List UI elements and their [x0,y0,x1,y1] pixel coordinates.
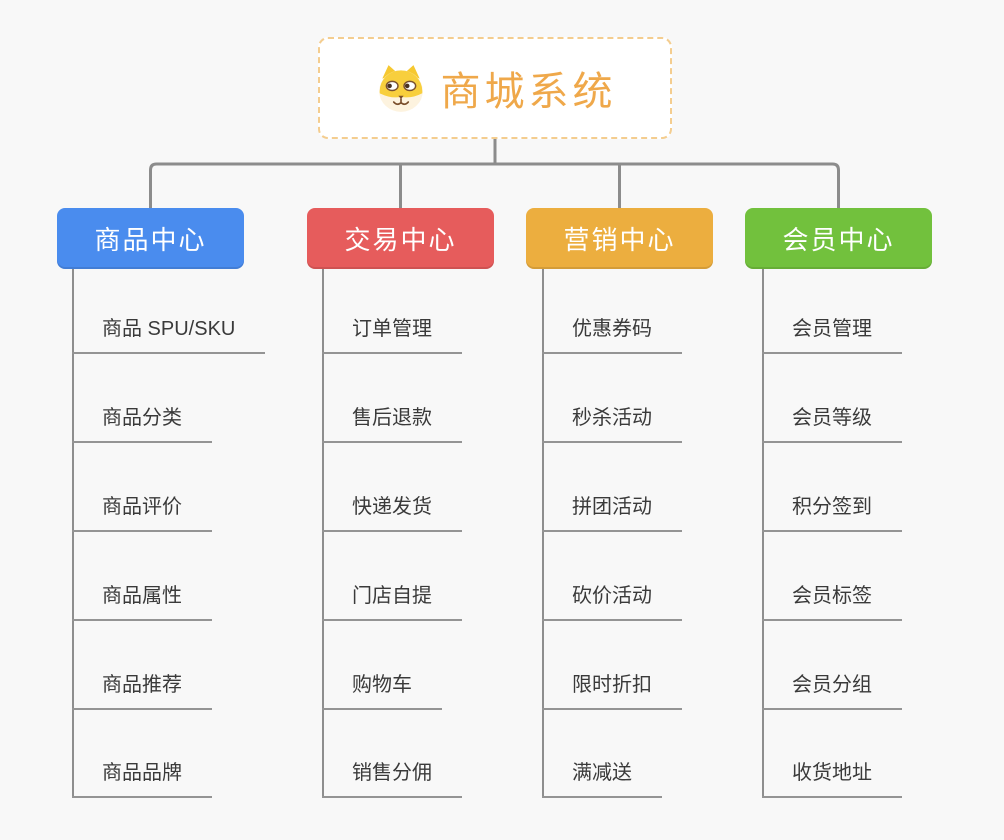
mindmap-item-trade-center-1[interactable]: 售后退款 [322,403,462,443]
branch-label: 营销中心 [563,225,676,255]
branch-node-marketing-center[interactable]: 营销中心 [526,208,713,269]
branch-children-trade-center: 订单管理售后退款快递发货门店自提购物车销售分佣 [322,269,554,798]
mindmap-item-member-center-4[interactable]: 会员分组 [762,670,902,710]
mindmap-item-member-center-1[interactable]: 会员等级 [762,403,902,443]
mindmap-item-product-center-5[interactable]: 商品品牌 [72,758,212,798]
mindmap-item-trade-center-3[interactable]: 门店自提 [322,581,462,621]
mindmap-item-marketing-center-4[interactable]: 限时折扣 [542,670,682,710]
mindmap-item-product-center-1[interactable]: 商品分类 [72,403,212,443]
mindmap-item-product-center-4[interactable]: 商品推荐 [72,670,212,710]
mindmap-item-trade-center-4[interactable]: 购物车 [322,670,442,710]
branch-label: 会员中心 [782,225,895,255]
mindmap-item-product-center-0[interactable]: 商品 SPU/SKU [72,314,266,354]
branch-children-member-center: 会员管理会员等级积分签到会员标签会员分组收货地址 [762,269,994,798]
mindmap-item-marketing-center-1[interactable]: 秒杀活动 [542,403,682,443]
branch-children-product-center: 商品 SPU/SKU 商品分类商品评价商品属性商品推荐商品品牌 [72,269,304,798]
mindmap-item-trade-center-2[interactable]: 快递发货 [322,492,462,532]
branch-node-trade-center[interactable]: 交易中心 [307,208,494,269]
mindmap-item-member-center-3[interactable]: 会员标签 [762,581,902,621]
mindmap-item-product-center-2[interactable]: 商品评价 [72,492,212,532]
mindmap-item-marketing-center-2[interactable]: 拼团活动 [542,492,682,532]
mindmap-item-product-center-3[interactable]: 商品属性 [72,581,212,621]
branch-label: 商品中心 [94,225,207,255]
mindmap-item-member-center-2[interactable]: 积分签到 [762,492,902,532]
mindmap-item-trade-center-5[interactable]: 销售分佣 [322,758,462,798]
mindmap-item-marketing-center-5[interactable]: 满减送 [542,758,662,798]
dog-face-icon [378,65,423,112]
root-title: 商城系统 [440,70,617,114]
mindmap-item-marketing-center-3[interactable]: 砍价活动 [542,581,682,621]
mindmap-item-marketing-center-0[interactable]: 优惠券码 [542,314,682,354]
root-node[interactable]: 商城系统 [318,37,672,139]
branch-label: 交易中心 [344,225,457,255]
mindmap-item-member-center-5[interactable]: 收货地址 [762,758,902,798]
branch-node-product-center[interactable]: 商品中心 [57,208,244,269]
mindmap-item-trade-center-0[interactable]: 订单管理 [322,314,462,354]
branch-children-marketing-center: 优惠券码秒杀活动拼团活动砍价活动限时折扣满减送 [542,269,774,798]
mindmap-item-member-center-0[interactable]: 会员管理 [762,314,902,354]
branch-node-member-center[interactable]: 会员中心 [745,208,932,269]
